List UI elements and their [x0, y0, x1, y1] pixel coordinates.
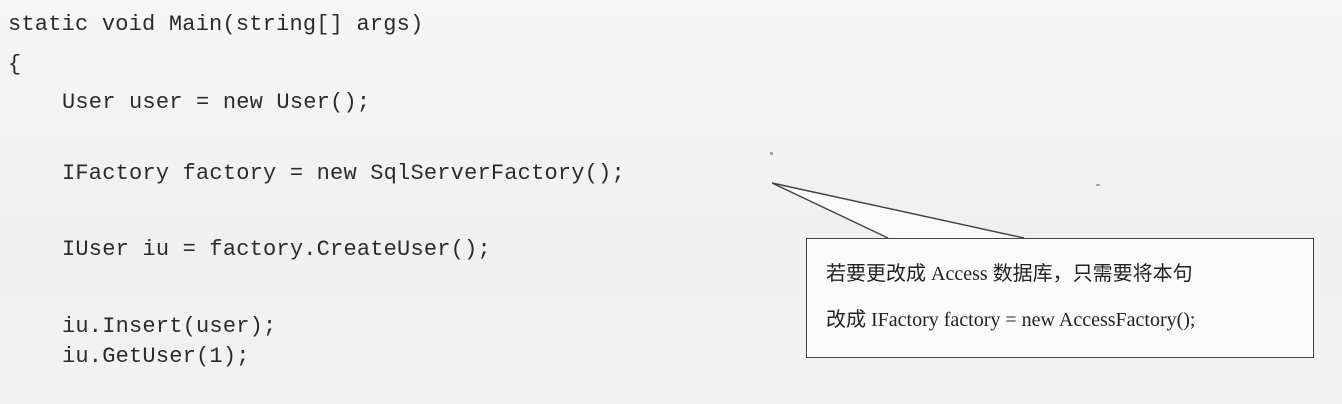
callout-text-line1: 若要更改成 Access 数据库，只需要将本句 [826, 263, 1193, 285]
code-line-getuser-call: iu.GetUser(1); [62, 344, 250, 369]
code-line-signature: static void Main(string[] args) [8, 12, 424, 37]
callout-box [806, 238, 1314, 358]
code-line-user-declaration: User user = new User(); [62, 90, 371, 115]
code-line-open-brace: { [8, 52, 22, 77]
code-line-factory-declaration: IFactory factory = new SqlServerFactory(… [62, 161, 625, 186]
scan-speck [1096, 184, 1100, 186]
callout-text-line2: 改成 IFactory factory = new AccessFactory(… [826, 309, 1196, 331]
code-line-insert-call: iu.Insert(user); [62, 314, 277, 339]
code-line-iuser-declaration: IUser iu = factory.CreateUser(); [62, 237, 491, 262]
scan-speck [770, 152, 773, 155]
